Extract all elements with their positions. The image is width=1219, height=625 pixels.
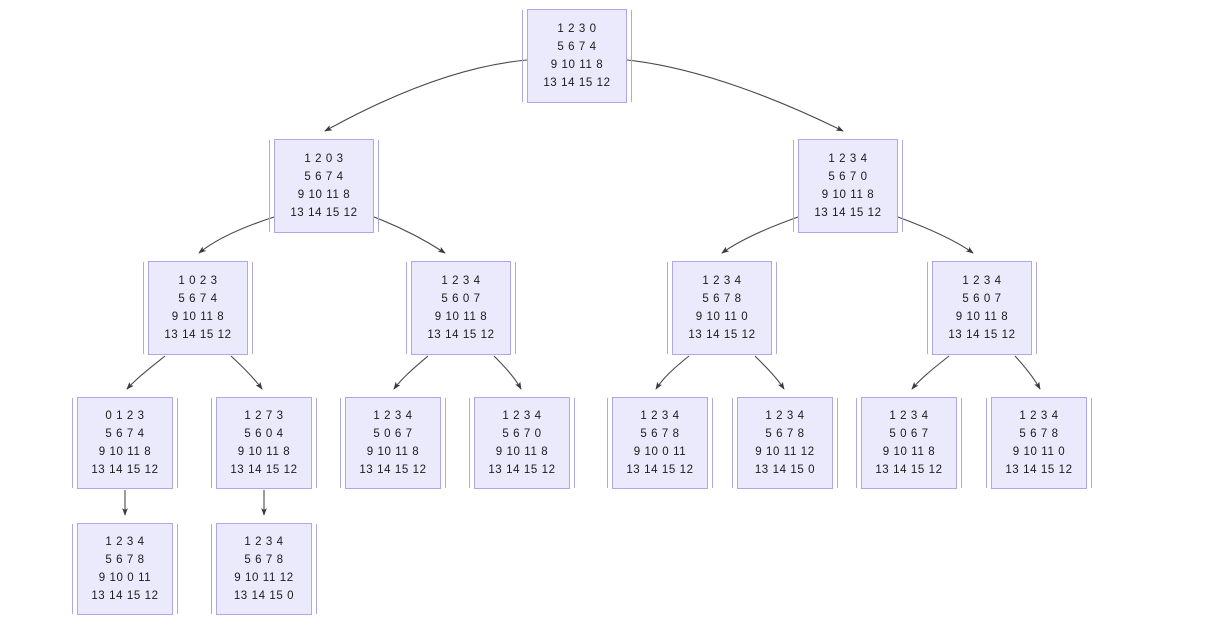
- puzzle-row: 9 10 11 0: [1012, 446, 1066, 458]
- puzzle-row: 1 2 3 4: [244, 536, 284, 548]
- tree-edge: [1014, 355, 1041, 390]
- puzzle-row: 9 10 11 8: [495, 446, 549, 458]
- tree-node-n13[interactable]: 1 2 3 4 5 0 6 7 9 10 11 8 13 14 15 12: [856, 397, 962, 489]
- puzzle-row: 9 10 11 8: [171, 311, 225, 323]
- puzzle-row: 13 14 15 12: [488, 464, 556, 476]
- puzzle-row: 1 2 3 4: [1019, 410, 1059, 422]
- tree-node-n11[interactable]: 1 2 3 4 5 6 7 8 9 10 0 11 13 14 15 12: [607, 397, 713, 489]
- puzzle-row: 13 14 15 12: [290, 207, 358, 219]
- puzzle-row: 1 2 3 0: [557, 23, 597, 35]
- puzzle-row: 13 14 15 12: [948, 329, 1016, 341]
- puzzle-row: 5 6 0 7: [962, 293, 1002, 305]
- tree-edge: [230, 355, 263, 390]
- tree-edge: [373, 216, 446, 254]
- puzzle-row: 13 14 15 0: [233, 590, 295, 602]
- puzzle-row: 1 2 3 4: [105, 536, 145, 548]
- puzzle-row: 1 2 7 3: [244, 410, 284, 422]
- puzzle-row: 13 14 15 0: [754, 464, 816, 476]
- puzzle-row: 1 2 3 4: [441, 275, 481, 287]
- puzzle-row: 5 6 7 0: [502, 428, 542, 440]
- tree-node-n3[interactable]: 1 0 2 3 5 6 7 4 9 10 11 8 13 14 15 12: [143, 261, 253, 355]
- puzzle-row: 13 14 15 12: [359, 464, 427, 476]
- puzzle-row: 1 2 3 4: [502, 410, 542, 422]
- tree-node-n5[interactable]: 1 2 3 4 5 6 7 8 9 10 11 0 13 14 15 12: [667, 261, 777, 355]
- puzzle-row: 9 10 11 12: [234, 572, 294, 584]
- tree-edge: [198, 216, 275, 254]
- puzzle-row: 1 2 3 4: [702, 275, 742, 287]
- puzzle-row: 5 6 0 7: [441, 293, 481, 305]
- puzzle-row: 5 6 0 4: [244, 428, 284, 440]
- puzzle-row: 13 14 15 12: [427, 329, 495, 341]
- puzzle-row: 9 10 11 8: [955, 311, 1009, 323]
- puzzle-row: 1 2 3 4: [373, 410, 413, 422]
- tree-edge: [493, 355, 522, 390]
- puzzle-row: 13 14 15 12: [230, 464, 298, 476]
- puzzle-row: 13 14 15 12: [875, 464, 943, 476]
- puzzle-row: 1 2 3 4: [765, 410, 805, 422]
- puzzle-row: 1 2 3 4: [828, 153, 868, 165]
- tree-node-n9[interactable]: 1 2 3 4 5 0 6 7 9 10 11 8 13 14 15 12: [340, 397, 446, 489]
- puzzle-row: 9 10 11 8: [821, 189, 875, 201]
- tree-node-n12[interactable]: 1 2 3 4 5 6 7 8 9 10 11 12 13 14 15 0: [732, 397, 838, 489]
- tree-node-n4[interactable]: 1 2 3 4 5 6 0 7 9 10 11 8 13 14 15 12: [406, 261, 516, 355]
- puzzle-row: 13 14 15 12: [543, 77, 611, 89]
- puzzle-row: 9 10 0 11: [633, 446, 687, 458]
- tree-node-n6[interactable]: 1 2 3 4 5 6 0 7 9 10 11 8 13 14 15 12: [927, 261, 1037, 355]
- tree-edge: [754, 355, 785, 390]
- puzzle-row: 9 10 11 8: [550, 59, 604, 71]
- puzzle-row: 5 6 7 4: [304, 171, 344, 183]
- puzzle-row: 5 6 7 8: [765, 428, 805, 440]
- tree-node-n14[interactable]: 1 2 3 4 5 6 7 8 9 10 11 0 13 14 15 12: [986, 397, 1092, 489]
- tree-edge: [324, 59, 528, 132]
- tree-edge: [393, 355, 429, 390]
- puzzle-row: 9 10 11 8: [98, 446, 152, 458]
- puzzle-row: 13 14 15 12: [688, 329, 756, 341]
- tree-edge: [655, 355, 690, 390]
- puzzle-row: 1 2 3 4: [962, 275, 1002, 287]
- tree-node-n7[interactable]: 0 1 2 3 5 6 7 4 9 10 11 8 13 14 15 12: [72, 397, 178, 489]
- puzzle-row: 9 10 11 8: [434, 311, 488, 323]
- puzzle-row: 5 6 7 8: [244, 554, 284, 566]
- tree-node-n2[interactable]: 1 2 3 4 5 6 7 0 9 10 11 8 13 14 15 12: [793, 139, 903, 233]
- puzzle-row: 1 0 2 3: [178, 275, 218, 287]
- puzzle-row: 5 6 7 4: [557, 41, 597, 53]
- puzzle-row: 13 14 15 12: [814, 207, 882, 219]
- tree-edge: [626, 59, 844, 132]
- puzzle-row: 5 0 6 7: [889, 428, 929, 440]
- tree-edge: [897, 216, 974, 254]
- puzzle-row: 9 10 11 8: [297, 189, 351, 201]
- puzzle-row: 5 6 7 4: [105, 428, 145, 440]
- puzzle-row: 1 2 3 4: [889, 410, 929, 422]
- tree-node-n1[interactable]: 1 2 0 3 5 6 7 4 9 10 11 8 13 14 15 12: [269, 139, 379, 233]
- puzzle-row: 13 14 15 12: [164, 329, 232, 341]
- tree-node-n10[interactable]: 1 2 3 4 5 6 7 0 9 10 11 8 13 14 15 12: [469, 397, 575, 489]
- puzzle-row: 13 14 15 12: [626, 464, 694, 476]
- tree-edge: [721, 216, 799, 254]
- puzzle-row: 9 10 11 8: [366, 446, 420, 458]
- puzzle-row: 0 1 2 3: [105, 410, 145, 422]
- tree-edge: [911, 355, 950, 390]
- puzzle-row: 1 2 0 3: [304, 153, 344, 165]
- puzzle-row: 5 6 7 8: [640, 428, 680, 440]
- puzzle-row: 13 14 15 12: [91, 590, 159, 602]
- tree-node-n8[interactable]: 1 2 7 3 5 6 0 4 9 10 11 8 13 14 15 12: [211, 397, 317, 489]
- puzzle-row: 5 6 7 8: [1019, 428, 1059, 440]
- puzzle-row: 13 14 15 12: [91, 464, 159, 476]
- tree-edge: [126, 355, 166, 390]
- puzzle-row: 5 0 6 7: [373, 428, 413, 440]
- puzzle-row: 5 6 7 0: [828, 171, 868, 183]
- tree-node-n15[interactable]: 1 2 3 4 5 6 7 8 9 10 0 11 13 14 15 12: [72, 523, 178, 615]
- puzzle-row: 13 14 15 12: [1005, 464, 1073, 476]
- puzzle-row: 5 6 7 8: [105, 554, 145, 566]
- puzzle-row: 9 10 11 8: [882, 446, 936, 458]
- puzzle-row: 9 10 11 12: [755, 446, 815, 458]
- puzzle-row: 9 10 11 8: [237, 446, 291, 458]
- puzzle-row: 5 6 7 8: [702, 293, 742, 305]
- tree-node-n16[interactable]: 1 2 3 4 5 6 7 8 9 10 11 12 13 14 15 0: [211, 523, 317, 615]
- puzzle-row: 1 2 3 4: [640, 410, 680, 422]
- puzzle-row: 9 10 0 11: [98, 572, 152, 584]
- puzzle-row: 5 6 7 4: [178, 293, 218, 305]
- tree-node-n0[interactable]: 1 2 3 0 5 6 7 4 9 10 11 8 13 14 15 12: [522, 9, 632, 103]
- puzzle-row: 9 10 11 0: [695, 311, 749, 323]
